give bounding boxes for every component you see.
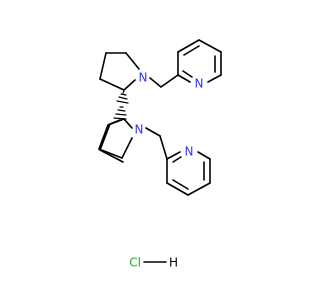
bond: [98, 148, 123, 159]
bond: [149, 77, 162, 88]
chlorine-label: Cl: [129, 256, 141, 270]
stereo-bond-bottom: [113, 106, 127, 120]
pyrrolidine-ring-bottom: [99, 119, 124, 163]
pyridine-nitrogen-top: N: [195, 77, 204, 91]
bond: [123, 79, 136, 91]
pyrrolidine-nitrogen-bottom: N: [135, 123, 144, 137]
stereo-bond-top: [116, 90, 129, 104]
bond: [182, 70, 193, 78]
bond: [99, 52, 107, 80]
pyridine-ring-top: [177, 39, 222, 83]
hash: [120, 93, 127, 96]
bond: [177, 74, 191, 83]
hash: [115, 113, 127, 116]
bond: [99, 78, 125, 91]
bond: [166, 151, 181, 160]
methylene-linker-top: [149, 74, 179, 88]
bond: [145, 127, 161, 137]
bond: [125, 52, 140, 70]
bond: [172, 156, 182, 163]
pyrrolidine-nitrogen-top: N: [139, 71, 148, 85]
molecule-structure: N N N N Cl H: [98, 39, 222, 270]
pyridine-ring-bottom: [166, 151, 211, 196]
bond: [197, 151, 211, 160]
bond: [123, 118, 133, 129]
pyridine-nitrogen-bottom: N: [185, 145, 194, 159]
hash: [118, 96, 128, 100]
bond: [99, 123, 111, 151]
hash: [122, 90, 125, 94]
bond: [166, 182, 189, 196]
hash: [116, 100, 129, 104]
pyrrolidine-ring-bottom-visible: [98, 118, 133, 159]
hydrogen-label: H: [169, 256, 178, 270]
bond: [187, 182, 211, 196]
hash: [117, 109, 126, 112]
bond: [183, 45, 200, 56]
bond: [207, 74, 222, 83]
bond: [177, 39, 200, 53]
bond: [160, 74, 179, 88]
bond: [107, 118, 125, 126]
methylene-linker-bottom-visible: [145, 127, 168, 160]
pyrrolidine-ring-top: [99, 52, 140, 91]
bond: [159, 135, 168, 160]
bond: [99, 149, 124, 163]
bond: [121, 137, 133, 159]
bond: [98, 124, 109, 150]
bond: [198, 39, 222, 53]
bond: [172, 179, 189, 190]
